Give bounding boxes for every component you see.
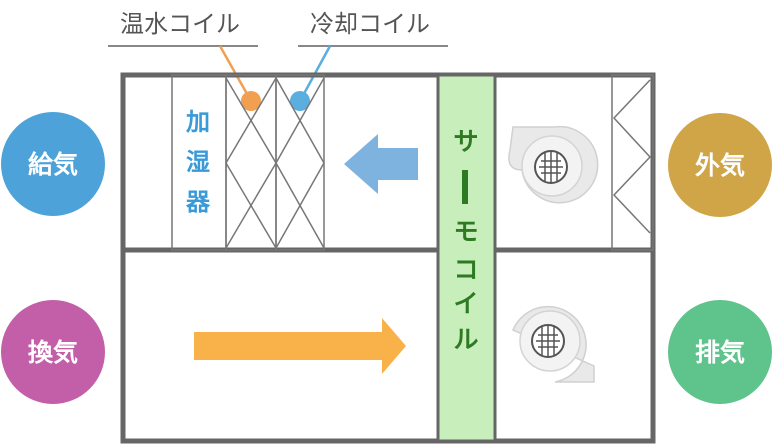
thermo-char-1: サ (453, 127, 478, 156)
cold-coil-dot (290, 91, 310, 111)
unit-frame (120, 72, 656, 444)
svg-text:給気: 給気 (28, 150, 78, 179)
thermo-char-4: コ (453, 255, 478, 284)
supply-airflow-arrow (344, 134, 418, 194)
filter-zigzag (612, 79, 652, 234)
outside-air-circle: 外気 (668, 113, 772, 217)
exhaust-fan-icon (512, 305, 595, 383)
thermo-char-5: イ (453, 289, 478, 318)
filter-box (611, 74, 654, 251)
humidifier-char-1: 加 (186, 108, 210, 136)
cold-coil-label: 冷却コイル (310, 10, 430, 38)
ventilation-circle: 換気 (1, 300, 105, 404)
supply-air-circle: 給気 (1, 112, 105, 216)
humidifier-char-2: 湿 (186, 148, 210, 176)
svg-text:外気: 外気 (695, 151, 745, 180)
exhaust-air-circle: 排気 (668, 300, 772, 404)
svg-text:換気: 換気 (28, 338, 78, 367)
svg-text:排気: 排気 (695, 338, 745, 367)
thermo-char-3: モ (453, 217, 478, 246)
thermo-coil-column (436, 73, 497, 443)
supply-fan-icon (508, 125, 599, 204)
hot-coil-dot (241, 91, 261, 111)
thermo-long-bar (462, 170, 468, 204)
thermo-char-6: ル (453, 325, 478, 354)
hot-coil-label: 温水コイル (120, 10, 240, 38)
humidifier-char-3: 器 (185, 188, 211, 216)
exhaust-airflow-arrow (194, 318, 406, 374)
